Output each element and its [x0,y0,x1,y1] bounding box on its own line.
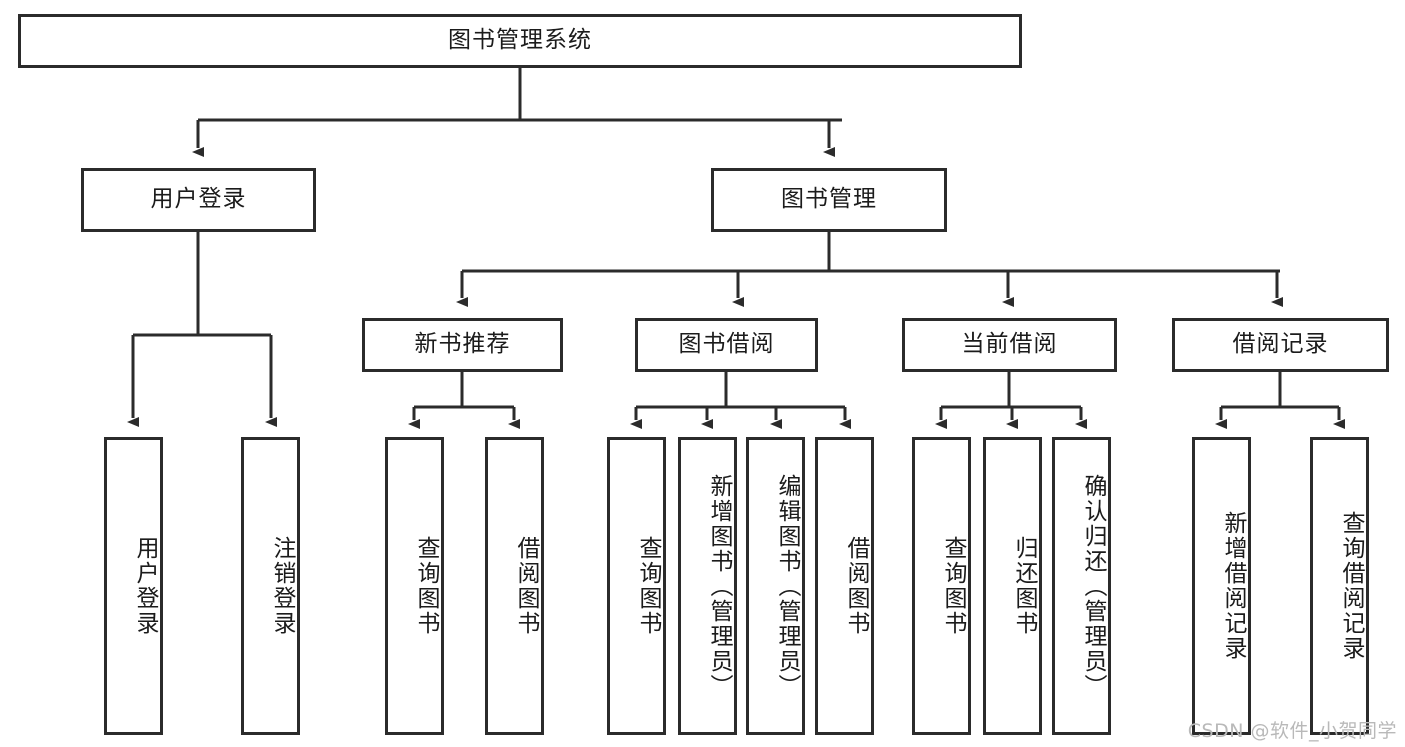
node-leaf-user-login[interactable]: 用户登录 [104,437,163,735]
node-leaf-user-login-label: 用户登录 [132,536,158,636]
node-book-manage[interactable]: 图书管理 [711,168,947,232]
node-leaf-query-borrow-record-label: 查询借阅记录 [1338,511,1364,661]
node-borrow-record[interactable]: 借阅记录 [1172,318,1389,372]
node-leaf-edit-book-admin-label: 编辑图书（管理员） [774,473,800,699]
watermark: CSDN @软件_小贺同学 [1187,720,1397,742]
node-leaf-borrow-book-rec[interactable]: 借阅图书 [485,437,544,735]
node-leaf-add-borrow-record[interactable]: 新增借阅记录 [1192,437,1251,735]
node-borrow-record-label: 借阅记录 [1232,331,1329,358]
node-leaf-query-book-borrow-label: 查询图书 [635,536,661,636]
node-user-login[interactable]: 用户登录 [81,168,316,232]
node-leaf-confirm-return-admin-label: 确认归还（管理员） [1080,473,1106,699]
node-leaf-return-book-label: 归还图书 [1011,536,1037,636]
node-leaf-edit-book-admin[interactable]: 编辑图书（管理员） [746,437,805,735]
node-leaf-add-book-admin[interactable]: 新增图书（管理员） [678,437,737,735]
node-leaf-return-book[interactable]: 归还图书 [983,437,1042,735]
node-current-borrow[interactable]: 当前借阅 [902,318,1117,372]
node-book-borrow[interactable]: 图书借阅 [635,318,818,372]
node-root[interactable]: 图书管理系统 [18,14,1022,68]
node-leaf-borrow-book-rec-label: 借阅图书 [513,536,539,636]
node-new-book-rec[interactable]: 新书推荐 [362,318,563,372]
node-leaf-add-book-admin-label: 新增图书（管理员） [706,473,732,699]
node-leaf-query-borrow-record[interactable]: 查询借阅记录 [1310,437,1369,735]
node-leaf-query-book-current-label: 查询图书 [940,536,966,636]
node-leaf-user-logout[interactable]: 注销登录 [241,437,300,735]
node-leaf-query-book-rec[interactable]: 查询图书 [385,437,444,735]
node-leaf-confirm-return-admin[interactable]: 确认归还（管理员） [1052,437,1111,735]
node-book-manage-label: 图书管理 [781,186,877,213]
node-root-label: 图书管理系统 [448,27,592,54]
node-leaf-query-book-current[interactable]: 查询图书 [912,437,971,735]
node-leaf-borrow-book-label: 借阅图书 [843,536,869,636]
node-leaf-borrow-book[interactable]: 借阅图书 [815,437,874,735]
node-book-borrow-label: 图书借阅 [678,331,775,358]
node-leaf-query-book-rec-label: 查询图书 [413,536,439,636]
node-new-book-rec-label: 新书推荐 [414,331,511,358]
node-leaf-query-book-borrow[interactable]: 查询图书 [607,437,666,735]
node-leaf-add-borrow-record-label: 新增借阅记录 [1220,511,1246,661]
node-user-login-label: 用户登录 [150,186,247,213]
node-current-borrow-label: 当前借阅 [961,331,1058,358]
node-leaf-user-logout-label: 注销登录 [269,536,295,636]
